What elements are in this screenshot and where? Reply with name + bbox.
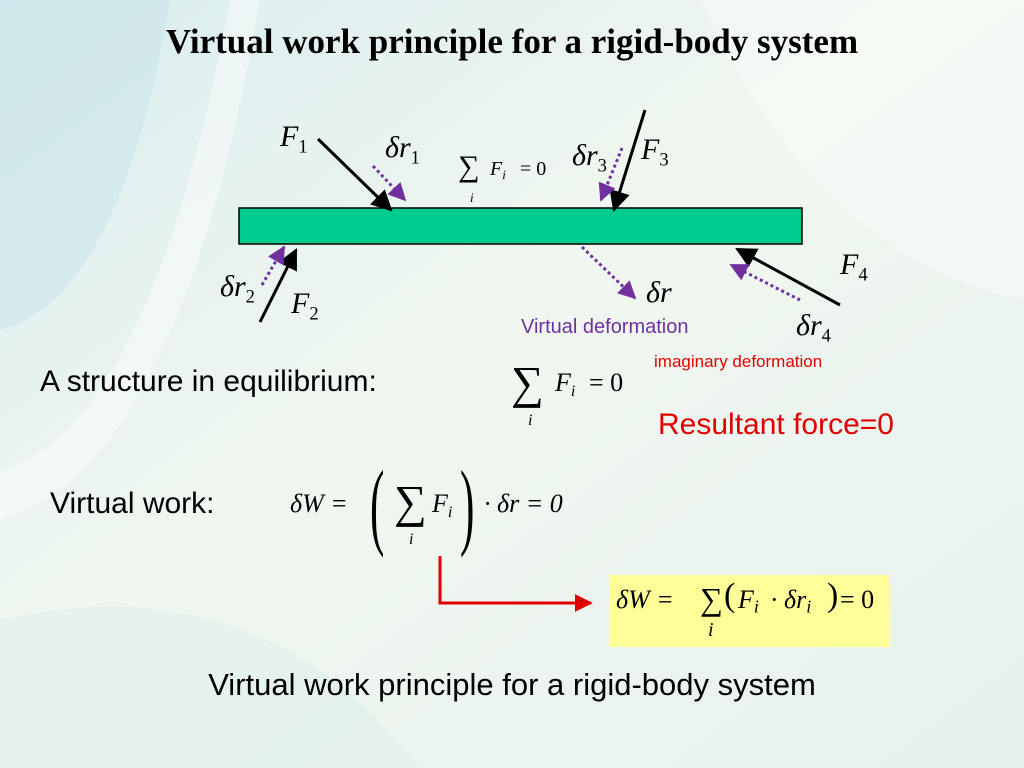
- result-equation-box: [609, 575, 890, 647]
- result-dr: δri: [784, 585, 812, 617]
- diagram-sum-rhs: = 0: [520, 158, 547, 180]
- virtual-work-paren-open: (: [370, 451, 385, 558]
- displacement-arrow-dr4: [729, 263, 801, 302]
- result-paren-close: ): [827, 577, 839, 614]
- virtual-work-sum-index: i: [409, 531, 414, 548]
- rigid-beam: [238, 207, 803, 245]
- result-lhs: δW =: [616, 585, 674, 614]
- slide-title: Virtual work principle for a rigid-body …: [165, 22, 859, 61]
- label-dr: δr: [646, 276, 672, 309]
- label-f4: F4: [840, 248, 868, 286]
- result-dot: ·: [770, 585, 779, 614]
- diagram-sum-index: i: [470, 190, 474, 205]
- force-arrow-f1: [316, 137, 393, 212]
- diagram-sum-force: Fi: [490, 158, 506, 182]
- virtual-work-force: Fi: [432, 489, 453, 521]
- label-f2: F2: [291, 287, 319, 325]
- virtual-work-rest: · δr = 0: [484, 489, 563, 518]
- virtual-work-paren-close: ): [460, 451, 475, 558]
- equilibrium-equation: ∑ i Fi = 0: [511, 356, 651, 436]
- label-dr2: δr2: [220, 270, 255, 308]
- result-sum-index: i: [708, 619, 714, 641]
- diagram-sum-symbol: ∑: [458, 150, 480, 183]
- displacement-arrow-dr: [580, 245, 637, 300]
- label-dr3: δr3: [572, 139, 607, 177]
- force-arrow-f3: [609, 109, 647, 213]
- virtual-work-sum-symbol: ∑: [394, 476, 427, 527]
- displacement-arrow-dr2: [260, 245, 286, 286]
- virtual-deformation-label: Virtual deformation: [521, 316, 689, 338]
- label-dr4: δr4: [796, 309, 831, 347]
- label-dr1: δr1: [385, 131, 420, 169]
- equilibrium-force: Fi: [555, 368, 576, 400]
- equilibrium-sum-index: i: [528, 412, 533, 429]
- virtual-work-label: Virtual work:: [50, 487, 215, 520]
- resultant-force-label: Resultant force=0: [658, 408, 894, 441]
- label-f1: F1: [280, 120, 308, 158]
- imaginary-deformation-label: imaginary deformation: [654, 352, 823, 371]
- result-arrow: [438, 556, 593, 612]
- result-paren-open: (: [724, 577, 736, 614]
- equilibrium-label: A structure in equilibrium:: [40, 365, 377, 398]
- displacement-arrow-dr1: [371, 164, 407, 202]
- virtual-work-equation: δW = ( ∑ i Fi ) · δr = 0: [290, 451, 590, 558]
- virtual-work-lhs: δW =: [290, 489, 348, 518]
- equilibrium-rhs: = 0: [589, 368, 624, 397]
- result-rhs: = 0: [840, 585, 875, 614]
- equilibrium-sum-symbol: ∑: [511, 357, 544, 408]
- result-sum-symbol: ∑: [700, 581, 723, 617]
- slide-footer: Virtual work principle for a rigid-body …: [208, 667, 816, 702]
- force-arrow-f2: [258, 248, 298, 323]
- result-force: Fi: [738, 585, 759, 617]
- result-equation: δW = ∑ i ( Fi · δri ) = 0: [614, 575, 890, 647]
- label-f3: F3: [641, 133, 669, 171]
- diagram-sum-equation: ∑ i Fi = 0: [458, 150, 568, 210]
- force-arrow-f4: [735, 247, 841, 307]
